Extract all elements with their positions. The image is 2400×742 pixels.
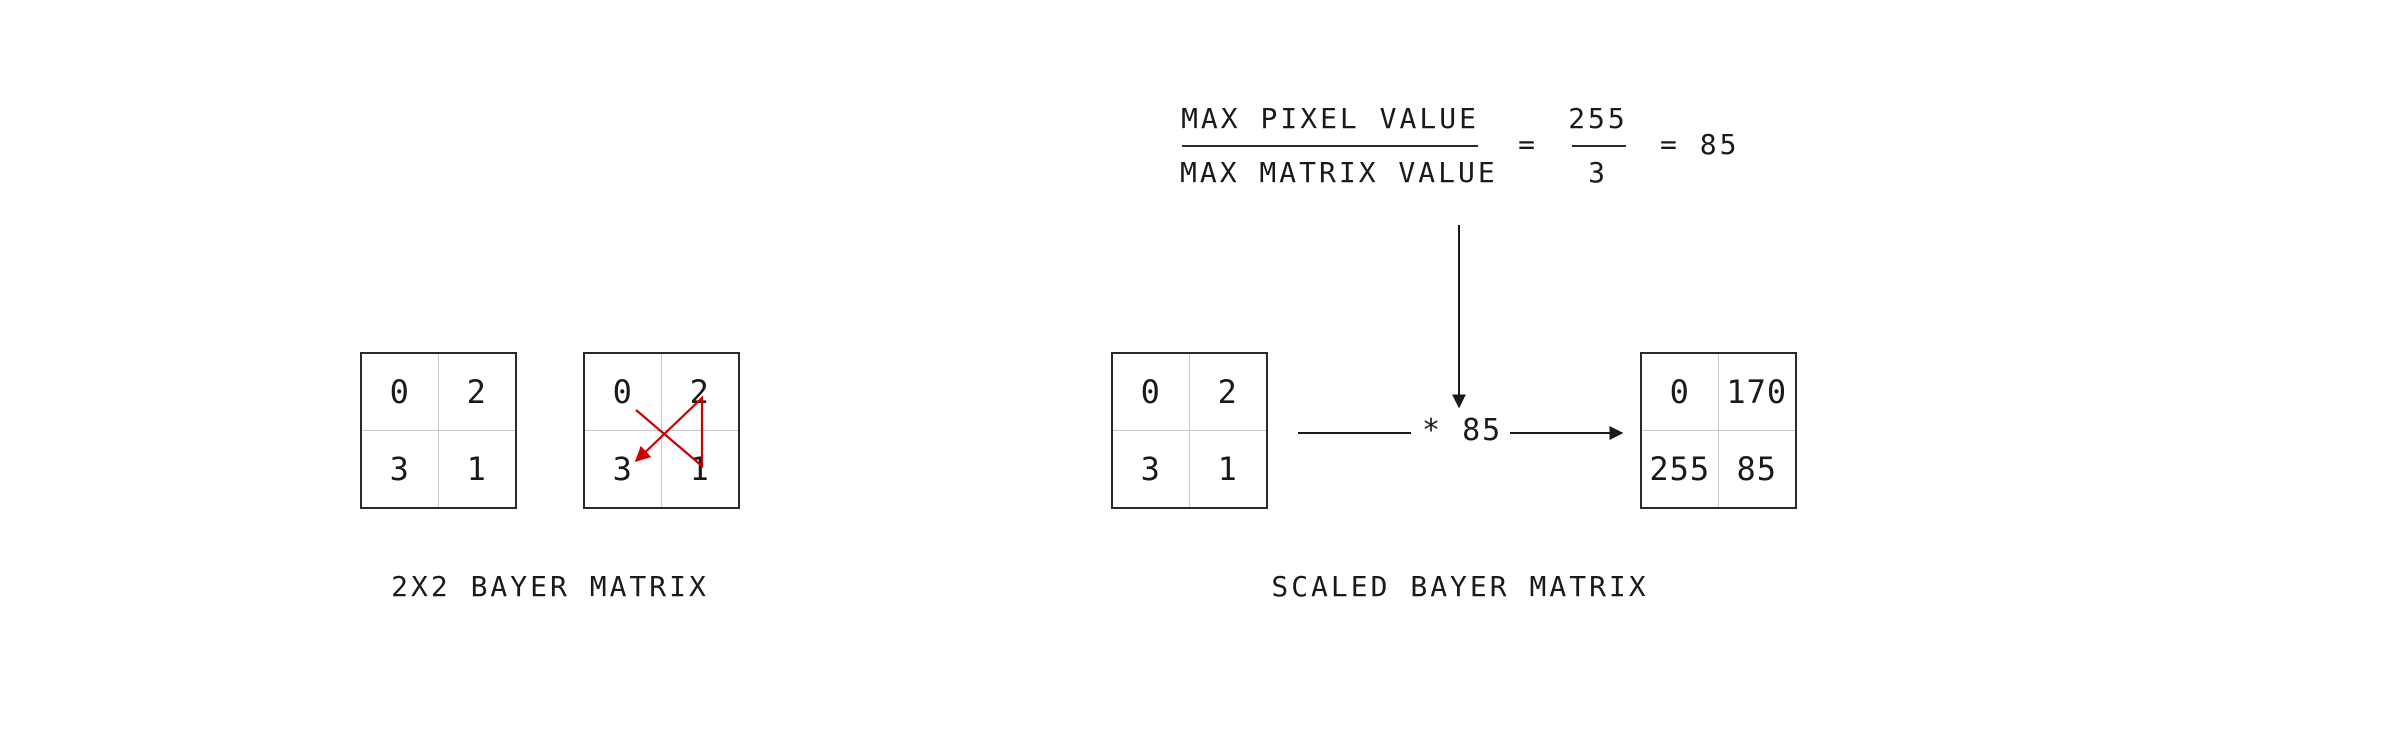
bayer-matrix-left: 0 2 3 1 bbox=[360, 352, 517, 509]
matrix-cell: 0 bbox=[362, 354, 439, 431]
formula-denominator: MAX MATRIX VALUE bbox=[1180, 156, 1498, 189]
formula-equals: = bbox=[1518, 128, 1538, 161]
matrix-cell: 3 bbox=[585, 430, 662, 507]
caption-bayer-matrix: 2X2 BAYER MATRIX bbox=[391, 570, 709, 603]
multiply-operator-label: * 85 bbox=[1418, 413, 1507, 448]
formula-result: = 85 bbox=[1660, 128, 1740, 161]
matrix-cell: 1 bbox=[689, 449, 710, 488]
caption-scaled-bayer-matrix: SCALED BAYER MATRIX bbox=[1271, 570, 1649, 603]
bayer-matrix-scaled: 0 170 255 85 bbox=[1640, 352, 1797, 509]
matrix-cell: 2 bbox=[438, 354, 515, 431]
matrix-cell: 170 bbox=[1718, 354, 1795, 431]
formula-fraction-numerator: 255 bbox=[1568, 102, 1628, 135]
bayer-matrix-traversal: 0 2 3 1 bbox=[583, 352, 740, 509]
matrix-cell: 0 bbox=[585, 354, 662, 431]
matrix-cell: 3 bbox=[1113, 430, 1190, 507]
formula-numerator: MAX PIXEL VALUE bbox=[1181, 102, 1479, 135]
matrix-cell: 0 bbox=[1642, 354, 1719, 431]
matrix-cell: 1 bbox=[466, 449, 487, 488]
matrix-cell: 1 bbox=[1217, 449, 1238, 488]
bayer-matrix-input: 0 2 3 1 bbox=[1111, 352, 1268, 509]
matrix-cell: 255 bbox=[1642, 430, 1719, 507]
matrix-cell: 0 bbox=[1113, 354, 1190, 431]
formula-fraction-denominator: 3 bbox=[1588, 156, 1608, 189]
matrix-cell: 3 bbox=[362, 430, 439, 507]
matrix-cell: 2 bbox=[1189, 354, 1266, 431]
formula-fraction-bar bbox=[1182, 145, 1478, 147]
matrix-cell: 2 bbox=[661, 354, 738, 431]
matrix-cell: 85 bbox=[1736, 449, 1778, 488]
formula-fraction-bar-small bbox=[1572, 145, 1626, 147]
